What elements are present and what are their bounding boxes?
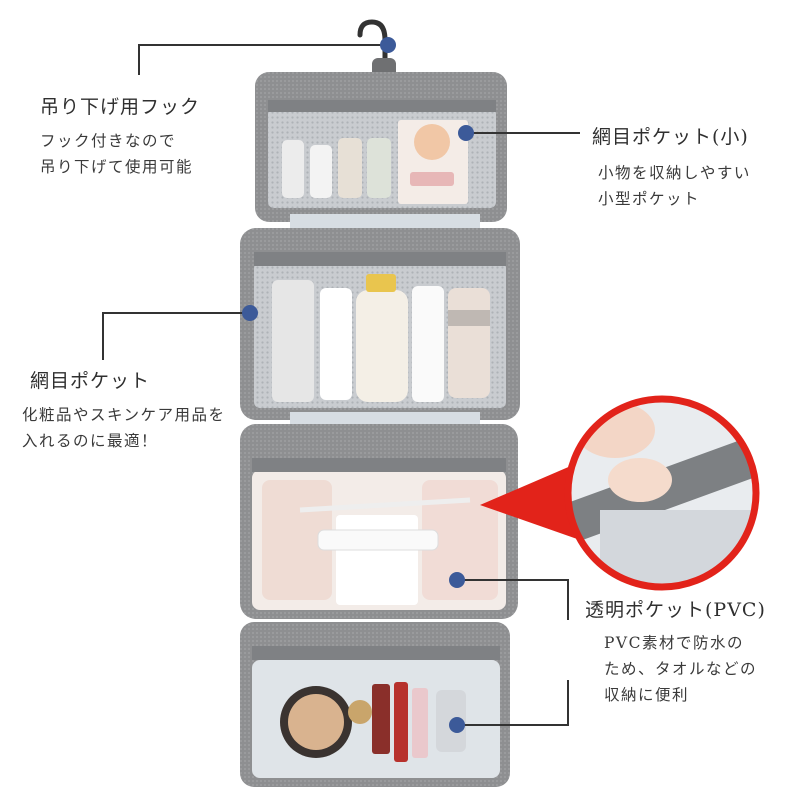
clear-desc-line: 収納に便利 (604, 686, 690, 704)
clear-callout-line-2 (457, 680, 569, 726)
clear-dot-2 (449, 717, 465, 733)
bottom-clear-pocket-panel (240, 622, 510, 787)
small-mesh-dot (458, 125, 474, 141)
clear-desc-line: ため、タオルなどの (604, 660, 758, 678)
small-mesh-desc-line: 小型ポケット (598, 190, 701, 208)
hook-dot (380, 37, 396, 53)
mesh-callout-line (102, 312, 250, 360)
mesh-pocket-panel (240, 228, 520, 420)
small-mesh-desc-line: 小物を収納しやすい (598, 164, 751, 182)
small-mesh-pocket-panel (255, 72, 507, 222)
clear-desc-line: PVC素材で防水の (604, 634, 744, 652)
clear-callout-line (457, 579, 569, 620)
hook-desc-line: 吊り下げて使用可能 (40, 158, 194, 176)
mesh-desc-line: 化粧品やスキンケア用品を (22, 406, 226, 424)
callout-lines (102, 44, 580, 726)
mesh-dot (242, 305, 258, 321)
hook-desc: フック付きなので 吊り下げて使用可能 (40, 128, 193, 180)
small-mesh-desc: 小物を収納しやすい 小型ポケット (598, 160, 751, 212)
hook-title: 吊り下げ用フック (40, 96, 201, 118)
small-mesh-title: 網目ポケット(小) (592, 126, 749, 148)
clear-desc: PVC素材で防水の ため、タオルなどの 収納に便利 (604, 630, 757, 708)
clear-dot (449, 572, 465, 588)
zoom-detail (480, 395, 760, 591)
mesh-desc-line: 入れるのに最適！ (22, 432, 159, 450)
mesh-title: 網目ポケット (30, 370, 151, 392)
clear-pocket-panel (240, 424, 518, 619)
clear-title: 透明ポケット(PVC) (585, 599, 766, 621)
hook-desc-line: フック付きなので (40, 132, 177, 150)
mesh-desc: 化粧品やスキンケア用品を 入れるのに最適！ (22, 402, 226, 454)
hook-callout-line (138, 44, 388, 75)
zoom-pointer (480, 462, 580, 540)
callout-dots (242, 37, 474, 733)
